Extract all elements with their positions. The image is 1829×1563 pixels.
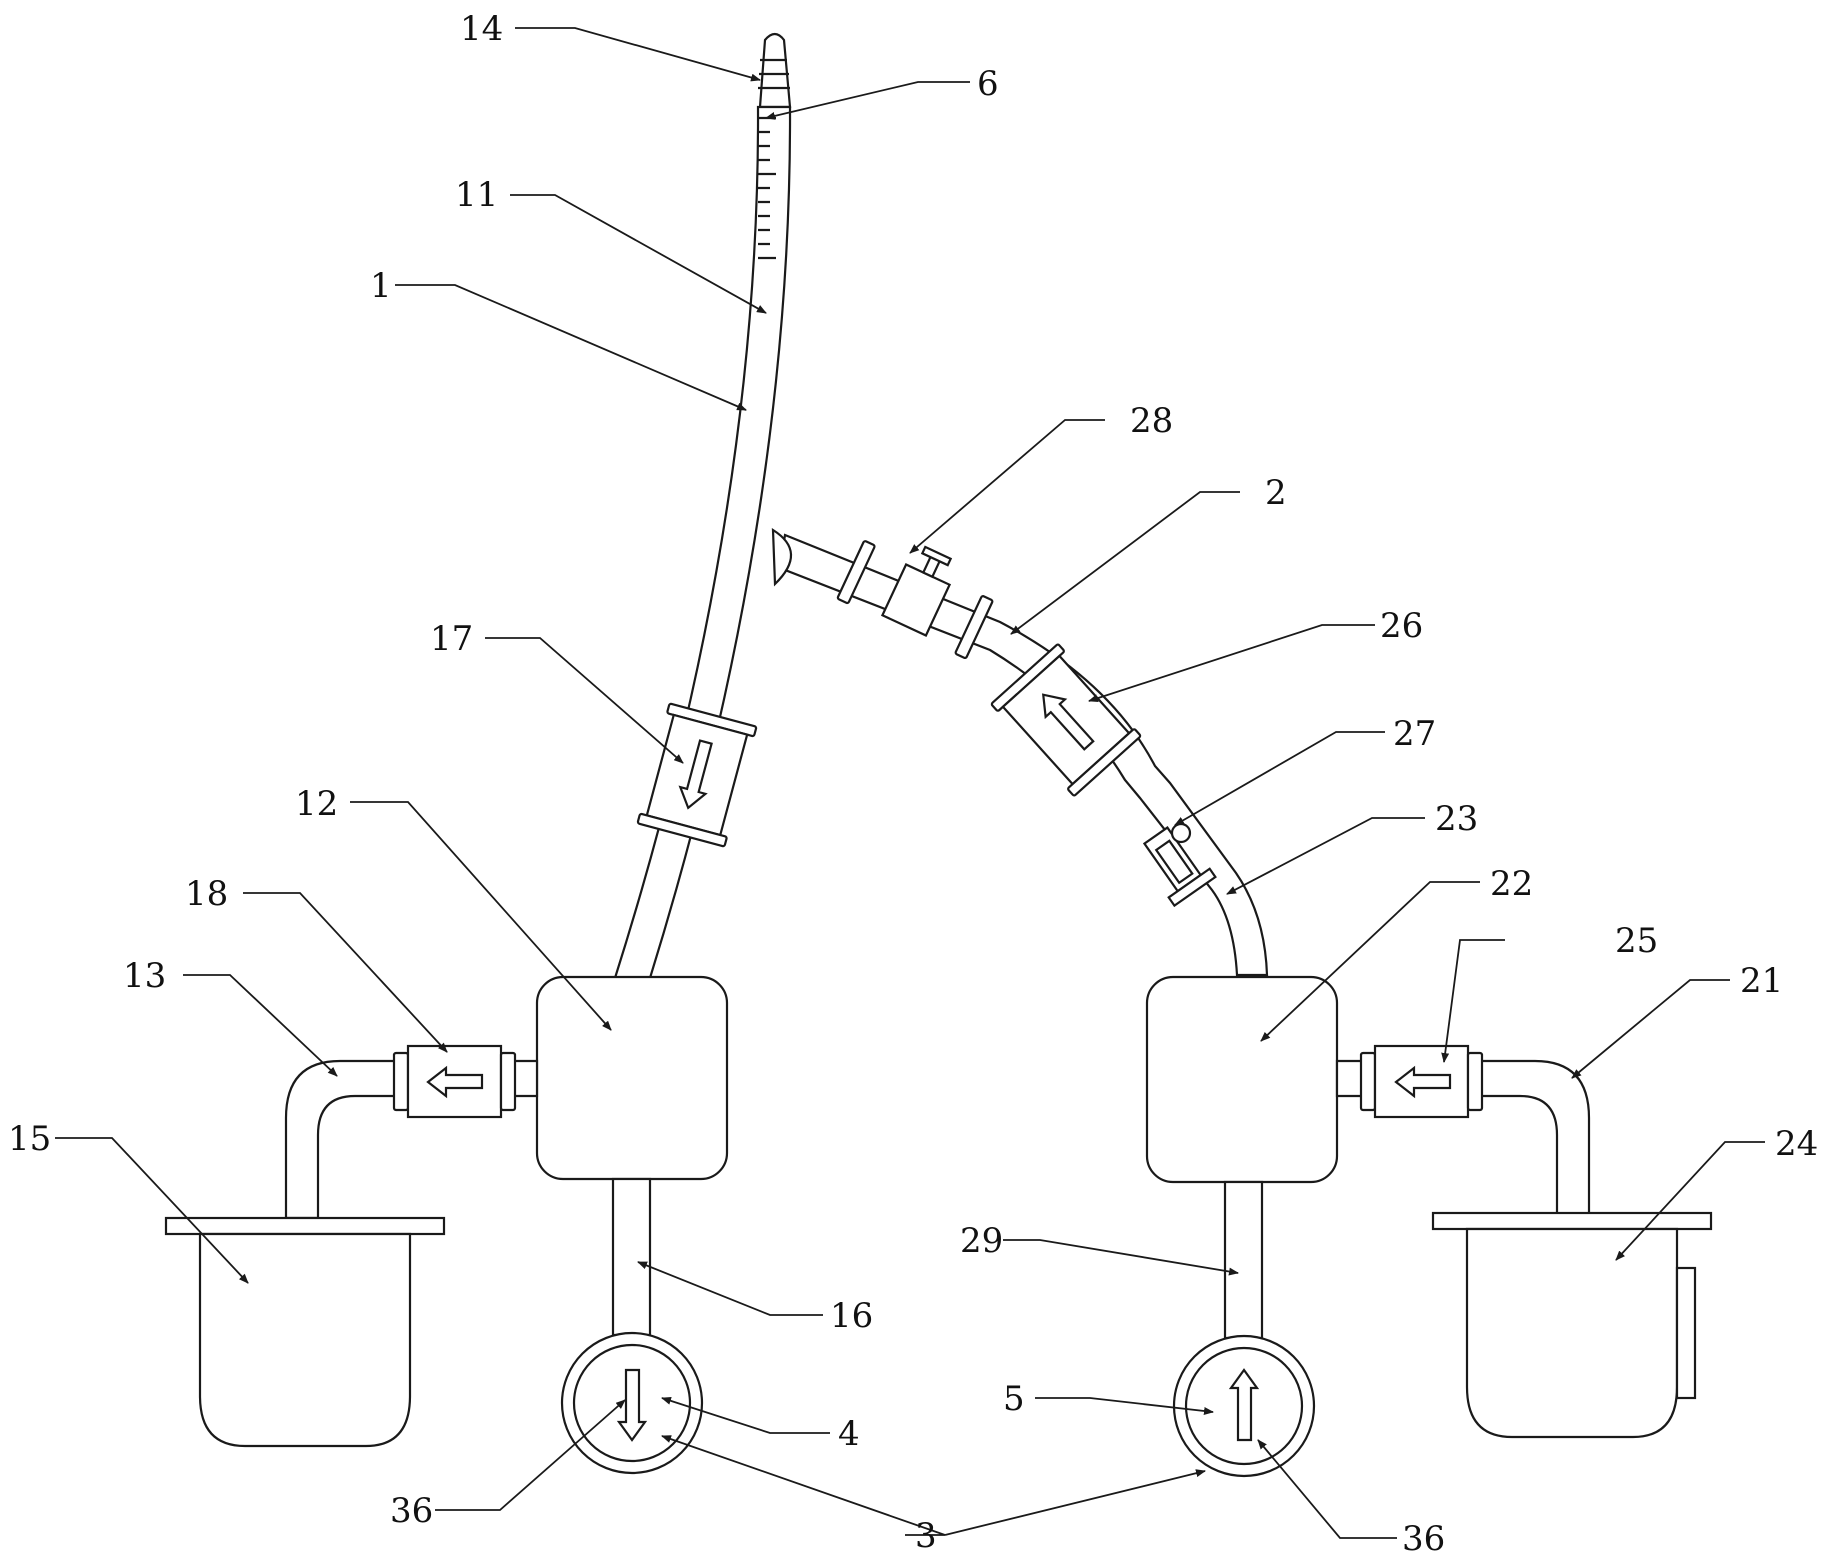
label-29: 29 (960, 1221, 1003, 1261)
flow-meter-25 (1359, 1044, 1484, 1119)
label-6: 6 (977, 64, 999, 104)
label-23: 23 (1435, 799, 1478, 839)
label-13: 13 (123, 956, 166, 996)
pipe-29 (1223, 1180, 1264, 1340)
label-17: 17 (430, 619, 473, 659)
label-14: 14 (460, 9, 503, 49)
label-21: 21 (1740, 961, 1783, 1001)
label-11: 11 (455, 175, 498, 215)
label-24: 24 (1775, 1124, 1818, 1164)
label-5: 5 (1003, 1379, 1025, 1419)
label-4: 4 (838, 1414, 860, 1454)
flow-meter-17 (636, 702, 758, 848)
pipe-16 (611, 1177, 652, 1337)
right-junction-box-22 (1145, 975, 1339, 1184)
label-1: 1 (370, 266, 392, 306)
flow-meter-26 (990, 643, 1142, 797)
label-28: 28 (1130, 401, 1173, 441)
label-25: 25 (1615, 921, 1658, 961)
label-22: 22 (1490, 864, 1533, 904)
left-junction-box-12 (535, 975, 729, 1181)
label-12: 12 (295, 784, 338, 824)
reference-numerals: 14 6 11 1 28 2 17 26 27 12 23 22 18 25 1… (8, 9, 1818, 1559)
catheter-tube (613, 105, 792, 980)
label-3: 3 (915, 1516, 937, 1556)
label-15: 15 (8, 1119, 51, 1159)
label-36-right: 36 (1402, 1519, 1445, 1559)
connector-27-knob (1170, 822, 1192, 844)
label-36-left: 36 (390, 1491, 433, 1531)
label-2: 2 (1265, 473, 1287, 513)
leader-lines (55, 27, 1765, 1539)
connector-27 (1142, 826, 1217, 908)
label-26: 26 (1380, 606, 1423, 646)
valve-5 (1172, 1334, 1316, 1478)
label-27: 27 (1393, 714, 1436, 754)
container-15 (164, 1216, 446, 1448)
catheter-tip (758, 32, 792, 109)
flow-meter-18 (392, 1044, 517, 1119)
branch-joint (771, 527, 793, 587)
valve-4 (560, 1331, 704, 1475)
branch-tube-2 (778, 533, 1269, 977)
label-18: 18 (185, 874, 228, 914)
label-16: 16 (830, 1296, 873, 1336)
valve-28 (836, 540, 994, 660)
container-24 (1431, 1211, 1713, 1439)
